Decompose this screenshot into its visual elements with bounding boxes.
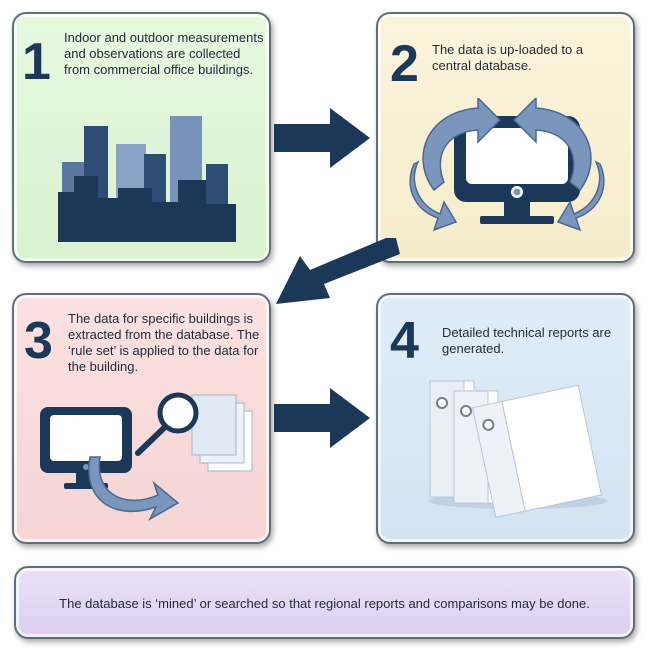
footer-text: The database is ‘mined’ or searched so t… <box>59 596 590 611</box>
step-3-number: 3 <box>24 312 53 370</box>
step-4-text: Detailed technical reports are generated… <box>442 325 612 356</box>
extract-data-icon <box>40 392 253 521</box>
step-4-panel: 4 Detailed technical reports are generat… <box>376 293 635 544</box>
step-1-panel: 1 Indoor and outdoor measurements and ob… <box>12 12 271 263</box>
step-4-number: 4 <box>390 312 419 370</box>
arrow-down-left-icon <box>276 238 400 304</box>
step-2-text: The data is up-loaded to a central datab… <box>432 42 584 73</box>
step-1-number: 1 <box>22 33 51 91</box>
step-2-panel: 2 The data is up-loaded to a central dat… <box>376 12 635 263</box>
step-1-text: Indoor and outdoor measurements and obse… <box>64 30 264 77</box>
arrow-right-icon <box>274 388 370 448</box>
footer-panel: The database is ‘mined’ or searched so t… <box>14 566 635 639</box>
arrow-right-icon <box>274 108 370 168</box>
step-3-text: The data for specific buildings is extra… <box>68 311 260 374</box>
computer-upload-icon <box>409 98 605 232</box>
city-buildings-icon <box>58 116 236 242</box>
step-2-number: 2 <box>390 35 419 93</box>
step-3-panel: 3 The data for specific buildings is ext… <box>12 293 271 544</box>
report-binders-icon <box>428 380 608 518</box>
